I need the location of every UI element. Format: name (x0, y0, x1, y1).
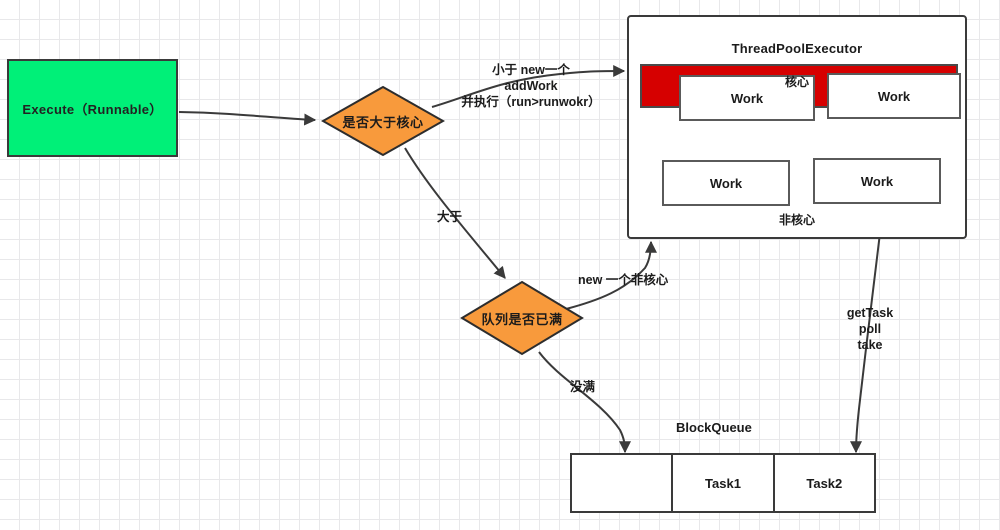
diamond-shape-2 (460, 280, 584, 356)
worker-core-2[interactable]: Work (827, 73, 961, 119)
diamond-shape-1 (321, 85, 445, 157)
node-decision-over-core[interactable]: 是否大于核心 (321, 85, 445, 157)
edge-decision2-to-blockqueue (538, 351, 631, 454)
node-execute-label: Execute（Runnable） (22, 101, 163, 117)
edge-execute-to-decision1 (178, 111, 317, 126)
edge-label-greater-than: 大于 (437, 210, 463, 224)
edge-label-get-task-line1: getTask (846, 306, 894, 320)
blockqueue-cell-1[interactable]: Task1 (673, 455, 775, 511)
edge-label-new-noncore: new 一个非核心 (578, 273, 669, 287)
node-decision-over-core-label: 是否大于核心 (342, 114, 424, 130)
threadpoolexecutor-title: ThreadPoolExecutor (731, 41, 863, 56)
worker-core-1[interactable]: Work (679, 75, 815, 121)
edge-threadpool-to-blockqueue (850, 199, 885, 454)
worker-noncore-2-label: Work (860, 173, 894, 189)
worker-noncore-2[interactable]: Work (813, 158, 941, 204)
node-decision-queue-full[interactable]: 队列是否已满 (460, 280, 584, 356)
edge-decision2-to-threadpool (565, 240, 657, 310)
edge-label-not-full: 没满 (570, 380, 596, 394)
noncore-region-label: 非核心 (778, 213, 815, 227)
node-blockqueue[interactable]: Task1 Task2 (570, 453, 876, 513)
edge-label-less-than-line2: addWork (504, 79, 558, 93)
core-region-label: 核心 (784, 75, 809, 89)
worker-noncore-1[interactable]: Work (662, 160, 790, 206)
worker-core-2-label: Work (877, 88, 911, 104)
blockqueue-title: BlockQueue (676, 420, 752, 435)
blockqueue-cell-2[interactable]: Task2 (775, 455, 874, 511)
blockqueue-cell-1-label: Task1 (705, 475, 741, 491)
edge-decision1-to-decision2 (404, 147, 506, 279)
node-threadpoolexecutor[interactable]: ThreadPoolExecutor 核心 Work Work Work Wor… (627, 15, 967, 239)
edge-label-less-than-line1: 小于 new一个 (492, 63, 570, 77)
edge-label-get-task-line2: poll (858, 322, 882, 336)
edge-label-less-than: 小于 new一个 addWork 并执行（run>runwokr） (451, 62, 611, 110)
blockqueue-cell-2-label: Task2 (806, 475, 843, 491)
edge-decision1-to-threadpool (431, 65, 626, 108)
blockqueue-cell-0[interactable] (572, 455, 674, 511)
edge-label-get-task: getTask poll take (840, 305, 900, 353)
worker-core-1-label: Work (730, 90, 764, 106)
node-decision-queue-full-label: 队列是否已满 (481, 311, 563, 327)
edge-label-less-than-line3: 并执行（run>runwokr） (461, 95, 601, 109)
node-execute-runnable[interactable]: Execute（Runnable） (7, 59, 178, 157)
edge-label-get-task-line3: take (857, 338, 883, 352)
worker-noncore-1-label: Work (709, 175, 743, 191)
